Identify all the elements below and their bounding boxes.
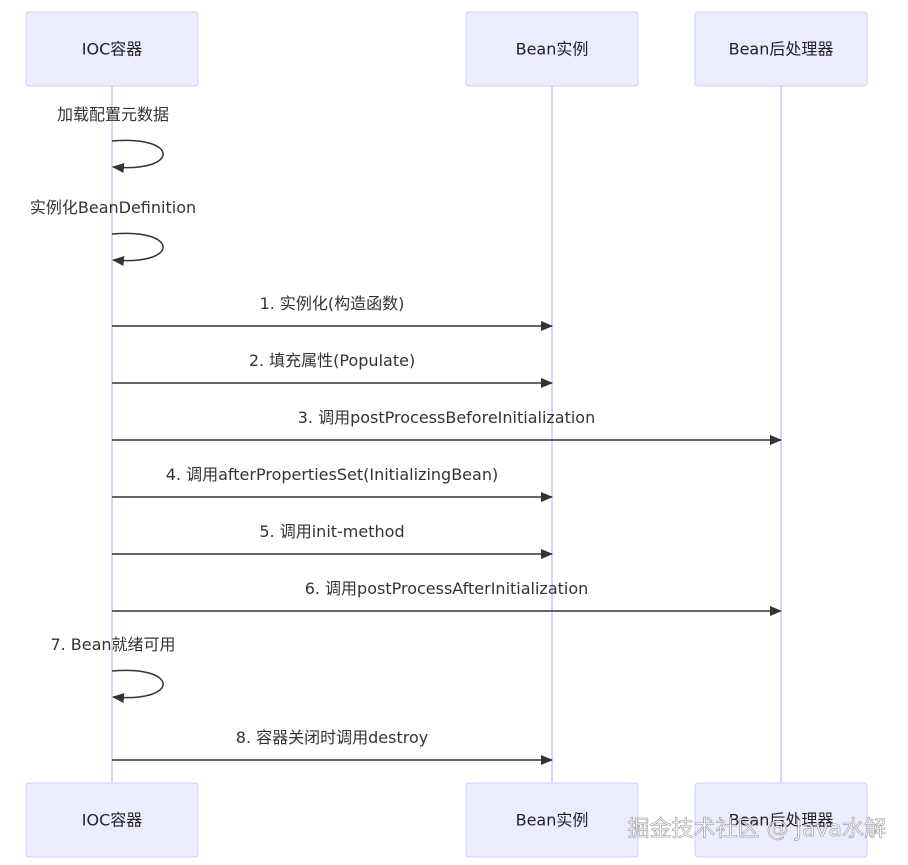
message-10: 8. 容器关闭时调用destroy <box>112 728 553 765</box>
message-label: 7. Bean就绪可用 <box>50 635 175 654</box>
self-message-arrow <box>111 139 164 173</box>
watermark-text: 掘金技术社区 @ Java水解 <box>628 817 886 842</box>
participant-label: Bean后处理器 <box>729 40 834 59</box>
self-message-arrow <box>111 232 164 266</box>
message-3: 1. 实例化(构造函数) <box>112 294 553 331</box>
participant-bpp-top: Bean后处理器 <box>694 11 868 87</box>
message-8: 6. 调用postProcessAfterInitialization <box>112 579 782 616</box>
message-label: 实例化BeanDefinition <box>30 198 196 217</box>
participant-bean-top: Bean实例 <box>465 11 639 87</box>
participant-bpp-bottom: Bean后处理器 <box>694 782 868 858</box>
participant-ioc-bottom: IOC容器 <box>25 782 199 858</box>
message-label: 2. 填充属性(Populate) <box>249 351 415 370</box>
message-label: 6. 调用postProcessAfterInitialization <box>305 579 589 598</box>
participant-box <box>465 782 639 858</box>
message-4: 2. 填充属性(Populate) <box>112 351 553 388</box>
participant-label: IOC容器 <box>82 40 143 59</box>
participant-box <box>694 11 868 87</box>
participant-box <box>25 782 199 858</box>
message-label: 5. 调用init-method <box>259 522 404 541</box>
self-message-arrow <box>111 669 164 703</box>
message-7: 5. 调用init-method <box>112 522 553 559</box>
message-2: 实例化BeanDefinition <box>30 198 196 266</box>
message-6: 4. 调用afterPropertiesSet(InitializingBean… <box>112 465 553 502</box>
message-label: 1. 实例化(构造函数) <box>260 294 405 313</box>
participant-label: IOC容器 <box>82 811 143 830</box>
participant-label: Bean实例 <box>516 811 589 830</box>
message-label: 加载配置元数据 <box>57 105 169 124</box>
message-label: 8. 容器关闭时调用destroy <box>236 728 428 747</box>
participant-box <box>25 11 199 87</box>
message-9: 7. Bean就绪可用 <box>50 635 176 703</box>
participant-box <box>694 782 868 858</box>
participant-ioc-top: IOC容器 <box>25 11 199 87</box>
participant-label: Bean实例 <box>516 40 589 59</box>
participant-label: Bean后处理器 <box>729 811 834 830</box>
message-label: 4. 调用afterPropertiesSet(InitializingBean… <box>166 465 498 484</box>
message-1: 加载配置元数据 <box>57 105 169 173</box>
participant-box <box>465 11 639 87</box>
message-label: 3. 调用postProcessBeforeInitialization <box>298 408 596 427</box>
message-5: 3. 调用postProcessBeforeInitialization <box>112 408 782 445</box>
participant-bean-bottom: Bean实例 <box>465 782 639 858</box>
